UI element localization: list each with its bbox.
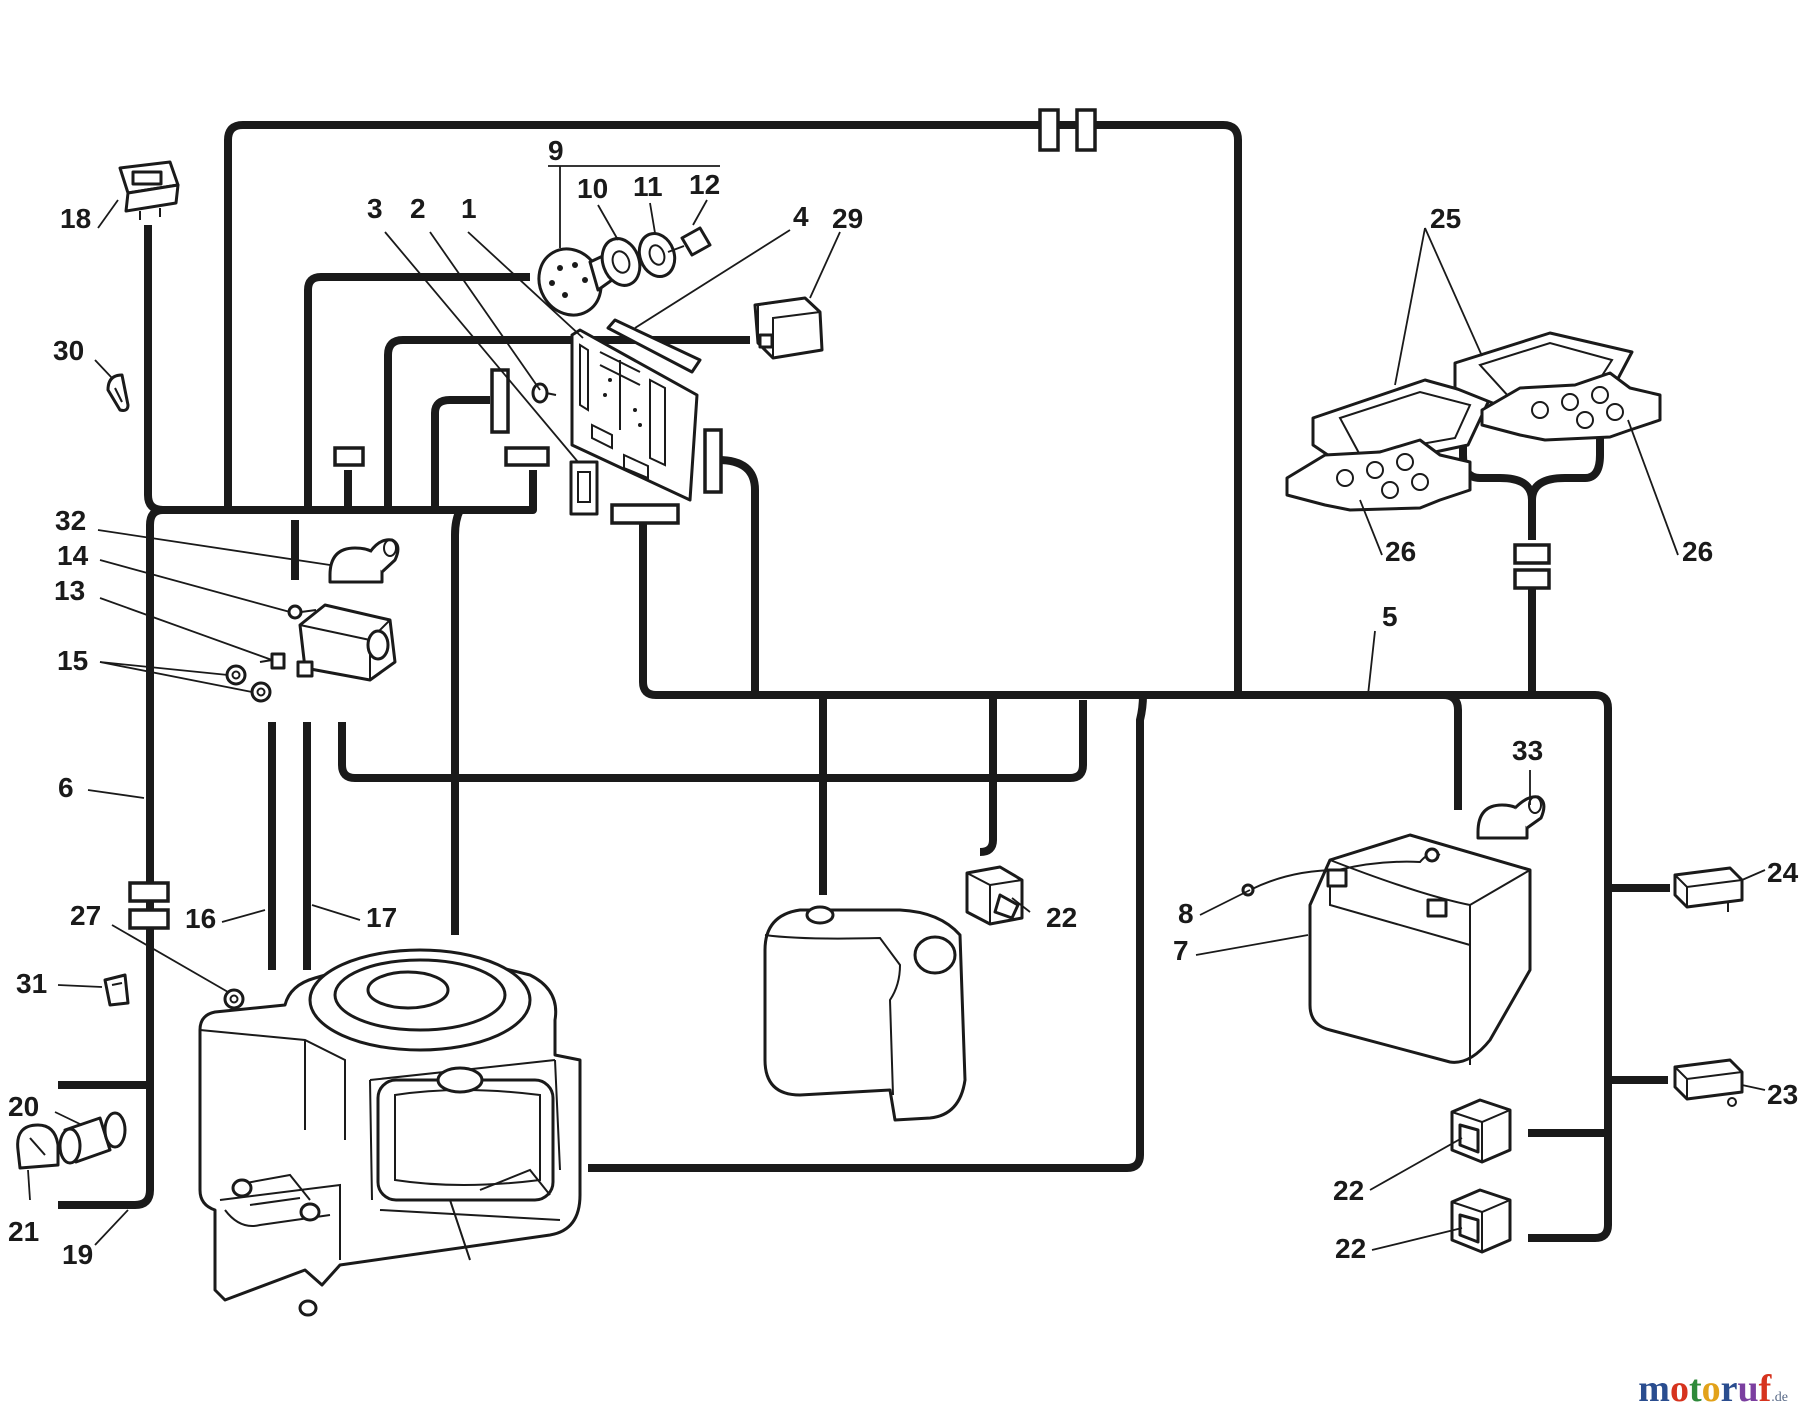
watermark-letter: r xyxy=(1720,1368,1738,1410)
battery-boot-icon xyxy=(1476,795,1546,840)
connector-wide xyxy=(610,503,680,525)
label-7: 7 xyxy=(1173,935,1189,966)
connector-right-lower xyxy=(1513,568,1551,590)
label-3: 3 xyxy=(367,193,383,224)
switch-center-icon xyxy=(965,865,1024,926)
label-9: 9 xyxy=(548,135,564,166)
leader-lines xyxy=(27,165,1766,1251)
gauge-board-left-icon xyxy=(1285,438,1472,512)
inline-connectors xyxy=(128,108,1551,930)
label-6: 6 xyxy=(58,772,74,803)
watermark-suffix: .de xyxy=(1771,1390,1788,1405)
connector-left-lower xyxy=(128,908,170,930)
label-22-lower-1: 22 xyxy=(1333,1175,1364,1206)
label-22-center: 22 xyxy=(1046,902,1077,933)
rubber-boot-icon xyxy=(328,538,400,584)
diode-24-icon xyxy=(1673,866,1744,912)
diode-23-icon xyxy=(1673,1058,1744,1107)
battery-icon xyxy=(1241,833,1532,1065)
screw-icon xyxy=(531,382,557,404)
label-4: 4 xyxy=(793,201,809,232)
label-14: 14 xyxy=(57,540,89,571)
nut-icon xyxy=(225,664,272,703)
gauge-board-right-icon xyxy=(1480,371,1662,442)
watermark-letter: o xyxy=(1701,1368,1721,1410)
clip-lower-icon xyxy=(103,973,130,1007)
relay-icon xyxy=(753,296,824,360)
label-23: 23 xyxy=(1767,1079,1798,1110)
label-13: 13 xyxy=(54,575,85,606)
solenoid-icon xyxy=(259,603,397,682)
connector-board-right xyxy=(703,428,723,494)
label-11: 11 xyxy=(633,171,663,202)
label-21: 21 xyxy=(8,1216,39,1247)
label-5: 5 xyxy=(1382,601,1398,632)
circuit-board-icon xyxy=(570,328,699,502)
watermark-letter: o xyxy=(1669,1368,1689,1410)
label-18: 18 xyxy=(60,203,91,234)
watermark-letter: f xyxy=(1758,1368,1772,1410)
switch-lower-1-icon xyxy=(1450,1098,1512,1164)
label-32: 32 xyxy=(55,505,86,536)
gauge-film-left-icon xyxy=(1311,378,1492,472)
label-2: 2 xyxy=(410,193,426,224)
label-17: 17 xyxy=(366,902,397,933)
ignition-key-icon xyxy=(667,226,712,257)
label-22-lower-2: 22 xyxy=(1335,1233,1366,1264)
watermark-letter: u xyxy=(1737,1368,1759,1410)
connector-top-left xyxy=(1038,108,1060,152)
wire-harness xyxy=(58,121,1670,1242)
ignition-switch-icon xyxy=(537,232,677,317)
part-labels: 1 2 3 4 5 6 7 8 9 10 11 12 13 14 15 16 1… xyxy=(8,135,1799,1270)
label-15: 15 xyxy=(57,645,88,676)
switch-lower-2-icon xyxy=(1450,1188,1512,1254)
label-24: 24 xyxy=(1767,857,1799,888)
label-30: 30 xyxy=(53,335,84,366)
watermark-logo: motoruf.de xyxy=(1638,1367,1788,1411)
fuse-holder-icon xyxy=(569,460,599,516)
label-strip-icon xyxy=(606,318,702,374)
connector-top-right xyxy=(1075,108,1097,152)
watermark-letter: t xyxy=(1688,1368,1702,1410)
engine-icon xyxy=(198,948,582,1317)
label-12: 12 xyxy=(689,169,720,200)
bulb-socket-icon xyxy=(58,1111,127,1165)
nut-small-icon xyxy=(223,988,245,1010)
toggle-switch-icon xyxy=(118,160,180,220)
label-10: 10 xyxy=(577,173,608,204)
connector-vertical xyxy=(490,368,510,434)
label-29: 29 xyxy=(832,203,863,234)
label-1: 1 xyxy=(461,193,477,224)
watermark-letter: m xyxy=(1638,1368,1670,1410)
bulb-icon xyxy=(16,1123,60,1170)
label-25: 25 xyxy=(1430,203,1461,234)
label-20: 20 xyxy=(8,1091,39,1122)
clip-icon xyxy=(106,373,130,412)
label-27: 27 xyxy=(70,900,101,931)
connector-small xyxy=(333,446,365,467)
connector-left-upper xyxy=(128,881,170,903)
label-26-right: 26 xyxy=(1682,536,1713,567)
label-31: 31 xyxy=(16,968,47,999)
fuel-tank-icon xyxy=(763,905,967,1122)
label-19: 19 xyxy=(62,1239,93,1270)
label-8: 8 xyxy=(1178,898,1194,929)
label-16: 16 xyxy=(185,903,216,934)
connector-right-upper xyxy=(1513,543,1551,565)
label-26-left: 26 xyxy=(1385,536,1416,567)
connector-medium xyxy=(504,446,550,467)
label-33: 33 xyxy=(1512,735,1543,766)
